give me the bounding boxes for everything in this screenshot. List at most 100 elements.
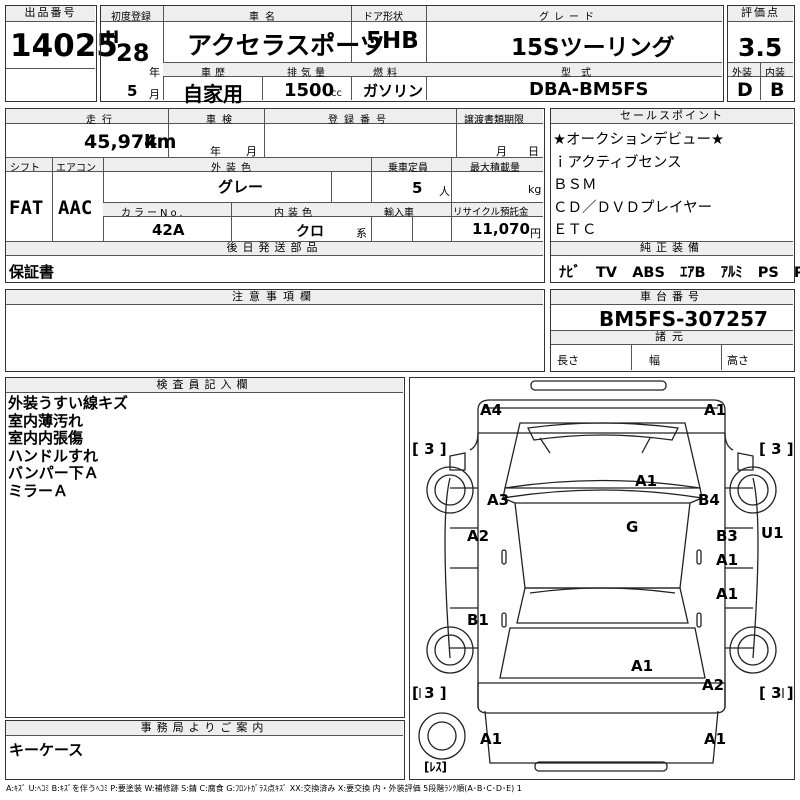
damage-mark: A4 <box>480 401 503 419</box>
max-load-label: 最大積載量 <box>470 163 520 174</box>
transfer-month-unit: 月 <box>496 145 507 158</box>
office-box: 事務局よりご案内 キーケース <box>5 720 405 780</box>
month-unit: 月 <box>149 88 160 101</box>
office-label: 事務局よりご案内 <box>6 721 403 736</box>
interior-label: 内装 <box>765 68 785 79</box>
damage-mark: B1 <box>467 611 489 629</box>
lot-number-label: 出品番号 <box>6 6 95 22</box>
reg-month: 5 <box>127 82 138 100</box>
damage-mark: A1 <box>480 730 503 748</box>
inspector-note: ハンドルすれ <box>8 446 99 465</box>
equipment-item: PS <box>757 265 779 281</box>
width-label: 幅 <box>649 354 660 367</box>
equipment-item: ABS <box>632 265 665 281</box>
fuel-value: ガソリン <box>363 82 424 100</box>
model-value: DBA-BM5FS <box>529 79 649 100</box>
chassis-box: 車台番号 BM5FS-307257 諸元 長さ 幅 高さ <box>550 289 795 372</box>
sales-point: ★オークションデビュー★ <box>553 132 724 148</box>
import-label: 輸入車 <box>384 208 414 219</box>
office-value: キーケース <box>9 741 84 759</box>
inspector-note: ミラーＡ <box>8 481 69 500</box>
year-unit: 年 <box>149 66 160 79</box>
recycle-value: 11,070 <box>472 220 530 238</box>
exterior-grade: D <box>737 79 753 101</box>
capacity-value: 5 <box>412 179 423 197</box>
capacity-unit: 人 <box>439 185 450 198</box>
chassis-label: 車台番号 <box>551 290 793 305</box>
ext-color-label: 外装色 <box>211 163 256 174</box>
mileage-unit: km <box>144 131 177 153</box>
car-name-label: 車名 <box>249 12 281 23</box>
fuel-label: 燃料 <box>373 68 401 79</box>
aircon-value: AAC <box>58 197 93 219</box>
equipment-item: ｴｱB <box>680 265 706 281</box>
displacement-label: 排気量 <box>287 68 329 79</box>
inspector-notes-list: 外装うすい線キズ 室内薄汚れ 室内内張傷 ハンドルすれ バンパー下Ａ ミラーＡ <box>8 394 129 500</box>
lot-number: 14025 <box>10 28 118 64</box>
damage-mark: A2 <box>702 676 725 694</box>
inspection-year-unit: 年 <box>210 145 221 158</box>
car-name: アクセラスポーツ <box>187 31 385 60</box>
notes-box: 注意事項欄 <box>5 289 545 372</box>
model-label: 型式 <box>561 68 601 79</box>
load-unit: kg <box>528 183 542 196</box>
sales-point: ＢＳＭ <box>553 177 597 193</box>
aircon-label: エアコン <box>56 163 96 174</box>
color-no-label: カラーNo. <box>121 208 186 219</box>
damage-mark: A1 <box>704 401 727 419</box>
transfer-label: 譲渡書類期限 <box>464 115 524 126</box>
transfer-day-unit: 日 <box>528 145 539 158</box>
damage-mark: U1 <box>761 524 784 542</box>
inspector-note: 室内薄汚れ <box>8 411 84 430</box>
damage-mark: A2 <box>467 527 490 545</box>
shift-label: シフト <box>10 163 40 174</box>
inspector-note: バンパー下Ａ <box>8 464 99 482</box>
deferred-value: 保証書 <box>9 263 55 281</box>
vehicle-detail-box: 走行 車検 登録番号 譲渡書類期限 45,974 km 年 月 月 日 シフト … <box>5 108 545 283</box>
displacement-value: 1500 <box>284 80 335 101</box>
interior-grade: B <box>770 79 785 101</box>
inspector-box: 検査員記入欄 外装うすい線キズ 室内薄汚れ 室内内張傷 ハンドルすれ バンパー下… <box>5 377 405 718</box>
sales-point: ＣＤ／ＤＶＤプレイヤー <box>553 199 713 216</box>
inspection-month-unit: 月 <box>246 145 257 158</box>
height-label: 高さ <box>727 354 749 367</box>
inspection-label: 車検 <box>206 115 238 126</box>
history-value: 自家用 <box>183 82 243 106</box>
tire-rear-right: [ 3 ] <box>759 684 794 702</box>
inspector-label: 検査員記入欄 <box>6 378 403 393</box>
main-info-box: 初度登録 車名 ドア形状 グレード H 28 年 アクセラスポーツ 5HB 15… <box>100 5 724 106</box>
mileage-label: 走行 <box>86 115 118 126</box>
sales-points-list: ★オークションデビュー★ ｉアクティブセンス ＢＳＭ ＣＤ／ＤＶＤプレイヤー Ｅ… <box>553 129 724 242</box>
damage-mark: A1 <box>716 551 739 569</box>
specs-label: 諸元 <box>551 331 793 345</box>
inspector-note: 室内内張傷 <box>8 429 84 447</box>
notes-label: 注意事項欄 <box>6 290 543 305</box>
door-label: ドア形状 <box>363 12 403 23</box>
equipment-item: PW <box>793 265 800 281</box>
sales-points-label: セールスポイント <box>551 109 793 124</box>
grade-value: 15Sツーリング <box>511 35 675 61</box>
reg-no-label: 登録番号 <box>328 115 392 126</box>
damage-mark: A1 <box>631 657 654 675</box>
damage-mark: A3 <box>487 491 510 509</box>
inspector-note: 外装うすい線キズ <box>8 394 129 412</box>
equipment-item: TV <box>595 265 618 281</box>
mileage-value: 45,974 <box>84 131 158 153</box>
score-label: 評価点 <box>728 6 793 22</box>
tire-front-left: [ 3 ] <box>412 440 447 458</box>
damage-mark: A1 <box>704 730 727 748</box>
recycle-label: リサイクル預託金 <box>453 207 529 218</box>
reg-year: 28 <box>116 39 150 67</box>
int-color-label: 内装色 <box>274 208 316 219</box>
car-outline <box>418 380 784 772</box>
equipment-label: 純正装備 <box>551 242 793 256</box>
tire-front-right: [ 3 ] <box>759 440 794 458</box>
damage-mark: A1 <box>635 472 658 490</box>
equipment-item: ｱﾙﾐ <box>720 265 743 281</box>
damage-mark: A1 <box>716 585 739 603</box>
score-value: 3.5 <box>738 33 783 62</box>
equipment-list: ﾅﾋﾞ TV ABS ｴｱB ｱﾙﾐ PS PW <box>559 261 800 282</box>
equipment-item: ﾅﾋﾞ <box>559 265 581 281</box>
spare-tire: [ﾚｽ] <box>424 760 447 774</box>
sales-points-box: セールスポイント ★オークションデビュー★ ｉアクティブセンス ＢＳＭ ＣＤ／Ｄ… <box>550 108 800 283</box>
